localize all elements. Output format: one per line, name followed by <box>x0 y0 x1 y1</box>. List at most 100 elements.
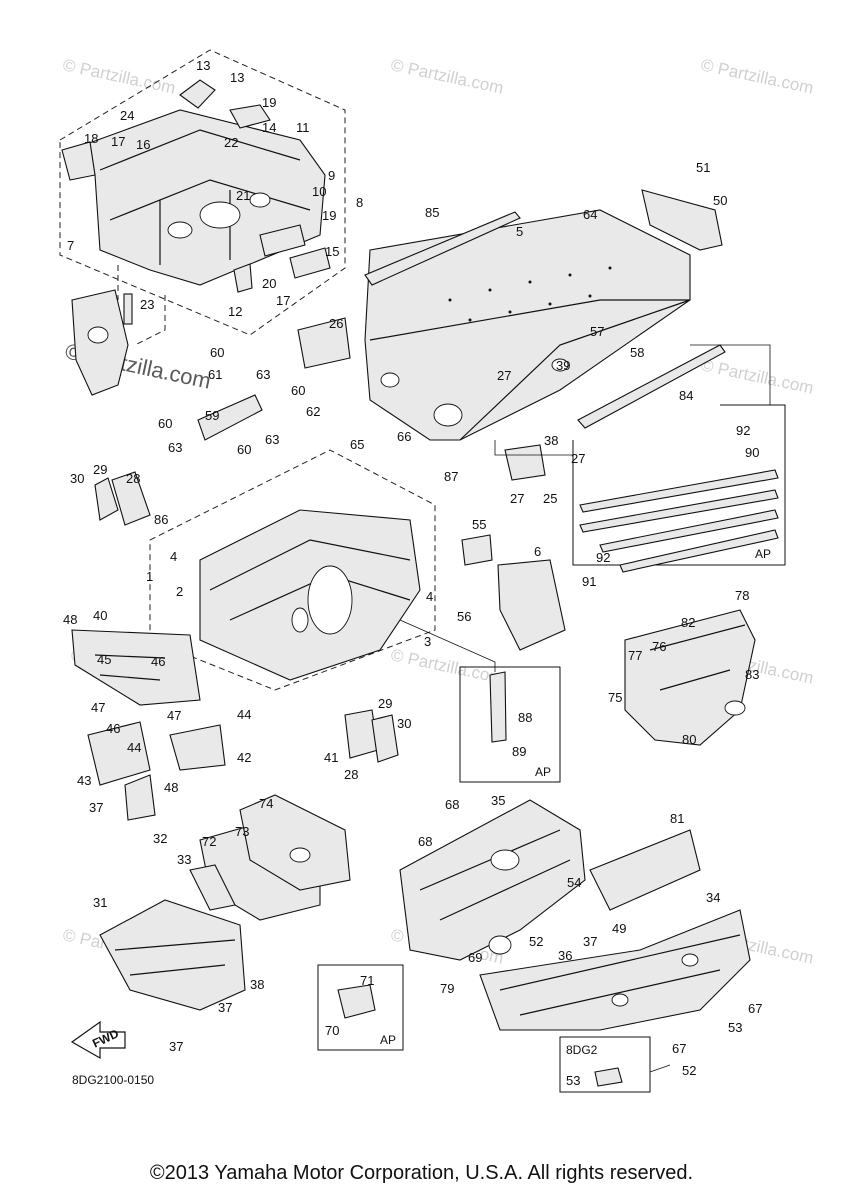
rivet <box>448 298 452 302</box>
belly-ribs <box>419 829 571 921</box>
callout-63: 63 <box>265 432 279 447</box>
fwd-label: FWD <box>90 1026 121 1050</box>
bracket-7-group <box>71 265 166 396</box>
callout-21: 21 <box>236 188 250 203</box>
callout-37: 37 <box>169 1039 183 1054</box>
dashed-assembly-outline <box>59 49 346 336</box>
ap-box-outline <box>459 666 561 783</box>
callout-44: 44 <box>237 707 251 722</box>
rivet <box>488 288 492 292</box>
callout-29: 29 <box>93 462 107 477</box>
callout-48: 48 <box>164 780 178 795</box>
grommet-69 <box>488 935 512 955</box>
callout-65: 65 <box>350 437 364 452</box>
belly-ribs <box>499 934 741 1016</box>
callout-55: 55 <box>472 517 486 532</box>
callout-23: 23 <box>140 297 154 312</box>
plate-55 <box>461 534 493 566</box>
callout-67: 67 <box>672 1041 686 1056</box>
bracket-70 <box>337 984 376 1019</box>
skid-ribs <box>114 939 236 976</box>
rivet <box>588 294 592 298</box>
callout-56: 56 <box>457 609 471 624</box>
stay-88 <box>489 671 507 743</box>
tunnel-hole <box>433 403 463 427</box>
variant-box-outline <box>559 1036 651 1093</box>
callout-24: 24 <box>120 108 134 123</box>
plate-26 <box>297 317 351 369</box>
callout-49: 49 <box>612 921 626 936</box>
callout-32: 32 <box>153 831 167 846</box>
callout-9: 9 <box>328 168 335 183</box>
callout-15: 15 <box>325 244 339 259</box>
guard-81 <box>589 829 701 911</box>
callout-48: 48 <box>63 612 77 627</box>
callout-12: 12 <box>228 304 242 319</box>
callout-22: 22 <box>224 135 238 150</box>
callout-37: 37 <box>89 800 103 815</box>
copyright-notice: ©2013 Yamaha Motor Corporation, U.S.A. A… <box>149 1162 694 1184</box>
callout-92: 92 <box>596 550 610 565</box>
boot-29 <box>94 477 119 521</box>
front-frame-ribs <box>99 129 311 265</box>
boot-29b <box>371 714 399 763</box>
callout-59: 59 <box>205 408 219 423</box>
callout-43: 43 <box>77 773 91 788</box>
callout-71: 71 <box>360 973 374 988</box>
callout-18: 18 <box>84 131 98 146</box>
callout-4: 4 <box>426 589 433 604</box>
callout-83: 83 <box>745 667 759 682</box>
callout-69: 69 <box>468 950 482 965</box>
callout-53: 53 <box>728 1020 742 1035</box>
callout-72: 72 <box>202 834 216 849</box>
callout-5: 5 <box>516 224 523 239</box>
boot-28b <box>344 709 379 759</box>
callout-88: 88 <box>518 710 532 725</box>
callout-1: 1 <box>146 569 153 584</box>
callout-73: 73 <box>235 824 249 839</box>
watermark: © Partzilla.com <box>699 355 815 397</box>
bracket-53 <box>594 1067 623 1087</box>
callout-labels: 13 13 19 24 14 11 18 17 16 22 9 10 21 8 … <box>63 58 762 1088</box>
callout-80: 80 <box>682 732 696 747</box>
fwd-arrow-shape <box>70 1020 126 1060</box>
shroud-hole <box>289 847 311 863</box>
frame-hole <box>249 192 271 208</box>
watermark: © Partzilla.com <box>61 55 177 97</box>
callout-35: 35 <box>491 793 505 808</box>
callout-91: 91 <box>582 574 596 589</box>
tunnel-5 <box>364 209 691 441</box>
callout-60: 60 <box>158 416 172 431</box>
callout-46: 46 <box>151 654 165 669</box>
callout-37: 37 <box>583 934 597 949</box>
ap-box-outline <box>317 964 404 1051</box>
callout-17: 17 <box>111 134 125 149</box>
callout-82: 82 <box>681 615 695 630</box>
strip-84 <box>577 344 726 429</box>
rivet <box>508 310 512 314</box>
callout-60: 60 <box>210 345 224 360</box>
callout-64: 64 <box>583 207 597 222</box>
callout-76: 76 <box>652 639 666 654</box>
callout-10: 10 <box>312 184 326 199</box>
variant-tag: 8DG2 <box>566 1043 598 1057</box>
callout-51: 51 <box>696 160 710 175</box>
ap-tag: AP <box>755 547 771 561</box>
belly-pan-group <box>399 799 751 1031</box>
callout-8: 8 <box>356 195 363 210</box>
frame-hole <box>307 565 353 635</box>
callout-13: 13 <box>230 70 244 85</box>
front-frame-body <box>69 109 326 286</box>
callout-19: 19 <box>322 208 336 223</box>
callout-17: 17 <box>276 293 290 308</box>
bracket-hole <box>87 326 109 344</box>
cover-hole <box>724 700 746 716</box>
callout-27: 27 <box>497 368 511 383</box>
callout-41: 41 <box>324 750 338 765</box>
chassis-tunnel <box>297 189 726 481</box>
ap-tag: AP <box>380 1033 396 1047</box>
frame-hole <box>167 221 193 239</box>
callout-46: 46 <box>106 721 120 736</box>
callout-28: 28 <box>344 767 358 782</box>
rail-90b <box>579 489 779 533</box>
